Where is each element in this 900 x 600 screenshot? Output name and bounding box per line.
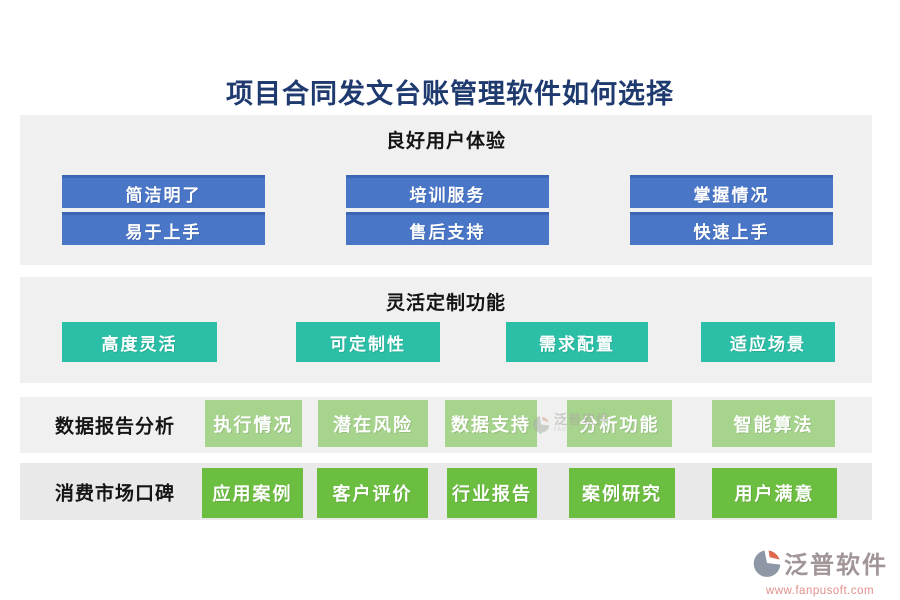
chip-market-reputation: 用户满意 <box>712 468 837 518</box>
fanpu-logo-icon <box>752 548 782 583</box>
section-market-reputation-label: 消费市场口碑 <box>55 483 176 504</box>
chip-user-experience: 快速上手 <box>630 212 833 245</box>
footer-url-text: www.fanpusoft.com <box>765 585 875 597</box>
section-data-report-analysis: 数据报告分析 执行情况 潜在风险 数据支持 分析功能 智能算法 <box>20 397 872 453</box>
user-experience-chip-grid: 简洁明了 培训服务 掌握情况 易于上手 售后支持 快速上手 <box>62 175 834 245</box>
page-title: 项目合同发文台账管理软件如何选择 <box>226 79 674 109</box>
section-user-experience: 良好用户体验 简洁明了 培训服务 掌握情况 易于上手 售后支持 快速上手 <box>20 115 872 265</box>
chip-market-reputation: 应用案例 <box>202 468 303 518</box>
section-market-reputation: 消费市场口碑 应用案例 客户评价 行业报告 案例研究 用户满意 <box>20 463 872 520</box>
section-flexible-customization-header: 灵活定制功能 <box>385 293 506 314</box>
section-flexible-customization: 灵活定制功能 高度灵活 可定制性 需求配置 适应场景 <box>20 277 872 383</box>
section-user-experience-header: 良好用户体验 <box>385 131 506 152</box>
chip-market-reputation: 案例研究 <box>569 468 675 518</box>
section-data-report-label: 数据报告分析 <box>55 416 176 438</box>
chip-data-report: 分析功能 <box>567 400 672 447</box>
chip-user-experience: 简洁明了 <box>62 175 265 208</box>
footer-brand-text: 泛普软件 <box>784 551 888 579</box>
chip-customization: 可定制性 <box>296 322 440 362</box>
chip-user-experience: 培训服务 <box>346 175 549 208</box>
chip-market-reputation: 行业报告 <box>447 468 537 518</box>
chip-data-report: 智能算法 <box>712 400 835 447</box>
chip-customization: 适应场景 <box>701 322 835 362</box>
chip-market-reputation: 客户评价 <box>317 468 428 518</box>
chip-user-experience: 易于上手 <box>62 212 265 245</box>
chip-user-experience: 掌握情况 <box>630 175 833 208</box>
chip-customization: 高度灵活 <box>62 322 217 362</box>
chip-data-report: 数据支持 <box>445 400 537 447</box>
chip-data-report: 潜在风险 <box>318 400 428 447</box>
chip-customization: 需求配置 <box>506 322 648 362</box>
fanpu-logo: 泛普软件 www.fanpusoft.com <box>752 548 888 597</box>
chip-data-report: 执行情况 <box>205 400 302 447</box>
chip-user-experience: 售后支持 <box>346 212 549 245</box>
